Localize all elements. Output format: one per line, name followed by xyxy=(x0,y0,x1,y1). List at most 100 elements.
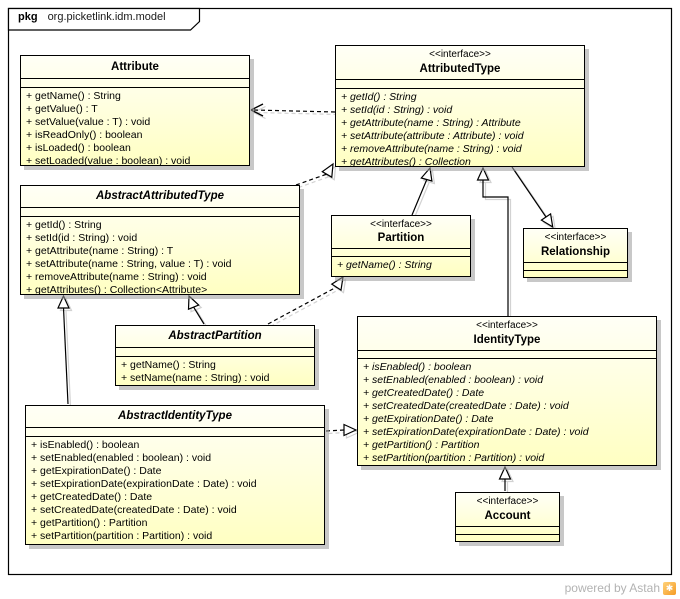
attributes-compartment xyxy=(21,79,249,88)
method-signature: + setCreatedDate(createdDate : Date) : v… xyxy=(31,504,237,516)
method-signature: + removeAttribute(name : String) : void xyxy=(26,271,207,283)
class-name: Account xyxy=(484,509,531,522)
class-name: AbstractPartition xyxy=(168,330,262,343)
class-box-abstract-partition: AbstractPartition + getName() : String+ s… xyxy=(115,325,315,386)
attributes-compartment xyxy=(332,249,470,257)
class-title-account: <<interface>>Account xyxy=(456,493,559,527)
method-signature: + getExpirationDate() : Date xyxy=(363,413,494,425)
class-name: Attribute xyxy=(111,60,159,73)
method-signature: + setAttribute(name : String, value : T)… xyxy=(26,258,232,270)
method-signature: + getAttributes() : Collection xyxy=(341,156,471,168)
method-signature: + getExpirationDate() : Date xyxy=(31,465,162,477)
method-signature: + getPartition() : Partition xyxy=(363,439,480,451)
realization-abstractidentitytype-to-identitytype xyxy=(325,423,360,439)
method-signature: + getName() : String xyxy=(337,259,432,271)
methods-compartment: + isEnabled() : boolean+ setEnabled(enab… xyxy=(358,359,656,465)
class-name: AbstractAttributedType xyxy=(96,190,224,203)
method-signature: + setExpirationDate(expirationDate : Dat… xyxy=(363,426,589,438)
footer-credit: powered by Astah ✱ xyxy=(565,581,676,595)
attributes-compartment xyxy=(358,351,656,359)
method-signature: + setAttribute(attribute : Attribute) : … xyxy=(341,130,524,142)
generalization-abstractidentitytype-to-abstractattributedtype xyxy=(57,294,73,407)
class-box-abstract-attributed-type: AbstractAttributedType + getId() : String… xyxy=(20,185,300,297)
attributes-compartment xyxy=(336,80,584,89)
class-title-relationship: <<interface>>Relationship xyxy=(524,229,627,263)
class-name: Relationship xyxy=(540,245,610,258)
method-signature: + setLoaded(value : boolean) : void xyxy=(26,155,191,167)
methods-compartment: + getId() : String+ setId(id : String) :… xyxy=(336,89,584,169)
method-signature: + getId() : String xyxy=(26,219,102,231)
package-keyword: pkg xyxy=(18,11,38,23)
class-title-abstract-identity-type: AbstractIdentityType xyxy=(26,406,324,428)
method-signature: + getName() : String xyxy=(26,90,121,102)
package-tab-label: pkg org.picketlink.idm.model xyxy=(18,11,166,23)
method-signature: + getValue() : T xyxy=(26,103,98,115)
class-box-partition: <<interface>> Partition + getName() : Stri… xyxy=(331,215,471,277)
method-signature: + getName() : String xyxy=(121,359,216,371)
generalization-abstractpartition-to-abstractattributedtype xyxy=(187,294,208,327)
methods-compartment xyxy=(456,535,559,537)
method-signature: + getAttribute(name : String) : Attribut… xyxy=(341,117,521,129)
methods-compartment: + isEnabled() : boolean+ setEnabled(enab… xyxy=(26,437,324,543)
dependency-attributedtype-to-attribute xyxy=(250,103,338,120)
class-title-identity-type: <<interface>>IdentityType xyxy=(358,317,656,351)
method-signature: + isEnabled() : boolean xyxy=(363,361,472,373)
methods-compartment: + getName() : String xyxy=(332,257,470,272)
method-signature: + isReadOnly() : boolean xyxy=(26,129,143,141)
method-signature: + isLoaded() : boolean xyxy=(26,142,131,154)
class-title-attribute: Attribute xyxy=(21,56,249,79)
method-signature: + getCreatedDate() : Date xyxy=(31,491,153,503)
methods-compartment xyxy=(524,271,627,273)
attributes-compartment xyxy=(116,348,314,357)
methods-compartment: + getId() : String+ setId(id : String) :… xyxy=(21,217,299,297)
method-signature: + getId() : String xyxy=(341,91,417,103)
method-signature: + setId(id : String) : void xyxy=(341,104,453,116)
method-signature: + isEnabled() : boolean xyxy=(31,439,140,451)
generalization-attributedtype-to-relationship xyxy=(511,166,556,231)
class-title-partition: <<interface>> Partition xyxy=(332,216,470,249)
attributes-compartment xyxy=(524,263,627,271)
class-name: AbstractIdentityType xyxy=(118,410,232,423)
method-signature: + setCreatedDate(createdDate : Date) : v… xyxy=(363,400,569,412)
stereotype-label: <<interface>> xyxy=(476,496,539,508)
method-signature: + getAttribute(name : String) : T xyxy=(26,245,174,257)
method-signature: + setId(id : String) : void xyxy=(26,232,138,244)
attributes-compartment xyxy=(26,428,324,437)
realization-abstractattributedtype-to-attributedtype xyxy=(295,162,337,189)
class-box-abstract-identity-type: AbstractIdentityType + isEnabled() : bool… xyxy=(25,405,325,545)
attributes-compartment xyxy=(456,527,559,535)
method-signature: + setEnabled(enabled : boolean) : void xyxy=(363,374,544,386)
stereotype-label: <<interface>> xyxy=(429,49,491,61)
class-name: IdentityType xyxy=(473,333,541,346)
class-name: AttributedType xyxy=(419,62,501,75)
method-signature: + getPartition() : Partition xyxy=(31,517,148,529)
package-name: org.picketlink.idm.model xyxy=(47,11,166,23)
class-title-abstract-attributed-type: AbstractAttributedType xyxy=(21,186,299,208)
method-signature: + getCreatedDate() : Date xyxy=(363,387,485,399)
generalization-account-to-identitytype xyxy=(498,465,514,494)
method-signature: + removeAttribute(name : String) : void xyxy=(341,143,522,155)
class-box-attributed-type: <<interface>>AttributedType + getId() : S… xyxy=(335,45,585,169)
stereotype-label: <<interface>> xyxy=(476,320,538,332)
stereotype-label: <<interface>> xyxy=(370,218,432,230)
powered-by-text: powered by Astah xyxy=(564,581,660,595)
attributes-compartment xyxy=(21,208,299,217)
class-box-attribute: Attribute + getName() : String+ getValue(… xyxy=(20,55,250,168)
generalization-identitytype-to-attributedtype xyxy=(476,166,512,319)
method-signature: + setPartition(partition : Partition) : … xyxy=(363,452,545,464)
stereotype-label: <<interface>> xyxy=(544,232,607,244)
method-signature: + setPartition(partition : Partition) : … xyxy=(31,530,213,542)
method-signature: + setValue(value : T) : void xyxy=(26,116,151,128)
method-signature: + setName(name : String) : void xyxy=(121,372,270,384)
class-title-abstract-partition: AbstractPartition xyxy=(116,326,314,348)
class-box-account: <<interface>>Account xyxy=(455,492,560,542)
class-box-relationship: <<interface>>Relationship xyxy=(523,228,628,278)
methods-compartment: + getName() : String+ getValue() : T+ se… xyxy=(21,88,249,168)
class-name: Partition xyxy=(377,232,425,245)
method-signature: + getAttributes() : Collection<Attribute… xyxy=(26,284,208,296)
generalization-partition-to-attributedtype xyxy=(411,166,436,218)
methods-compartment: + getName() : String+ setName(name : Str… xyxy=(116,357,314,385)
class-box-identity-type: <<interface>>IdentityType + isEnabled() :… xyxy=(357,316,657,466)
class-title-attributed-type: <<interface>>AttributedType xyxy=(336,46,584,80)
